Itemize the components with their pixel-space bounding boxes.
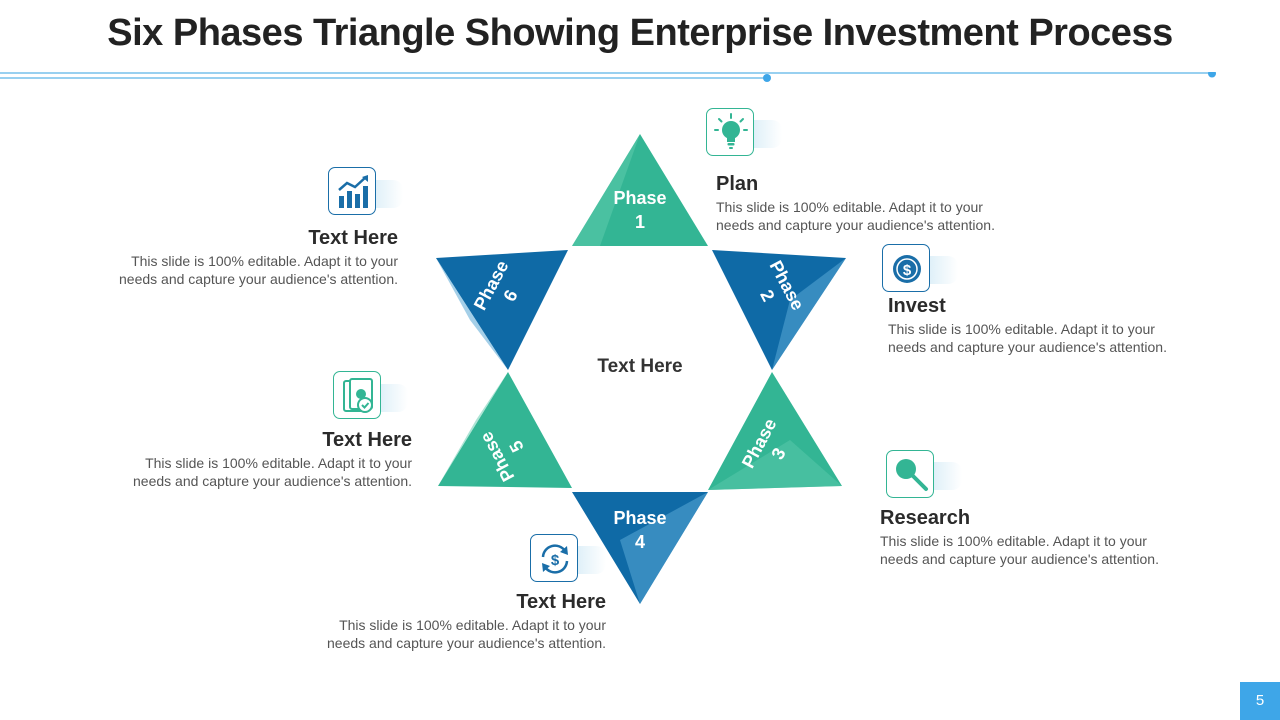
left-mid-description: This slide is 100% editable. Adapt it to… [133, 455, 412, 489]
growth-chart-icon [338, 175, 368, 208]
left-top-block: Text Here This slide is 100% editable. A… [98, 226, 398, 288]
left-top-heading: Text Here [308, 227, 398, 249]
left-mid-icon-box [333, 371, 381, 419]
research-heading: Research [880, 507, 971, 529]
left-top-description: This slide is 100% editable. Adapt it to… [119, 253, 398, 287]
research-block: Research This slide is 100% editable. Ad… [880, 506, 1180, 568]
phase-1-word: Phase [613, 188, 666, 208]
page-number: 5 [1240, 682, 1280, 720]
cash-icon [343, 378, 373, 413]
lightbulb-icon [714, 113, 748, 149]
research-description: This slide is 100% editable. Adapt it to… [880, 533, 1159, 567]
bottom-heading: Text Here [516, 591, 606, 613]
phase-3-triangle[interactable]: Phase 3 [708, 372, 842, 490]
left-mid-block: Text Here This slide is 100% editable. A… [112, 428, 412, 490]
phase-2-triangle[interactable]: Phase 2 [712, 250, 846, 370]
left-top-icon-box [328, 167, 376, 215]
plan-description: This slide is 100% editable. Adapt it to… [716, 199, 995, 233]
phase-1-number: 1 [635, 212, 645, 232]
phase-4-triangle[interactable]: Phase 4 [572, 492, 708, 604]
slide-title: Six Phases Triangle Showing Enterprise I… [107, 12, 1173, 54]
dollar-cycle-icon: $ [541, 544, 569, 574]
phase-4-number: 4 [635, 532, 645, 552]
phase-1-triangle[interactable]: Phase 1 [572, 134, 708, 246]
bottom-description: This slide is 100% editable. Adapt it to… [327, 617, 606, 651]
phase-4-word: Phase [613, 508, 666, 528]
plan-heading: Plan [716, 173, 759, 195]
phase-6-triangle[interactable]: Phase 6 [436, 250, 568, 370]
left-mid-heading: Text Here [322, 429, 412, 451]
title-underline [0, 72, 1216, 82]
invest-icon-box: $ [882, 244, 930, 292]
bottom-icon-box: $ [530, 534, 578, 582]
center-label: Text Here [597, 356, 683, 377]
plan-icon-box [706, 108, 754, 156]
invest-description: This slide is 100% editable. Adapt it to… [888, 321, 1167, 355]
svg-text:$: $ [551, 552, 560, 569]
bottom-block: Text Here This slide is 100% editable. A… [306, 590, 606, 652]
magnifier-icon [896, 459, 928, 491]
invest-block: Invest This slide is 100% editable. Adap… [888, 294, 1188, 356]
phase-5-triangle[interactable]: Phase 5 [438, 372, 572, 488]
plan-block: Plan This slide is 100% editable. Adapt … [716, 172, 1016, 234]
svg-text:$: $ [903, 262, 912, 279]
invest-heading: Invest [888, 295, 946, 317]
dollar-coin-icon: $ [893, 255, 921, 283]
research-icon-box [886, 450, 934, 498]
